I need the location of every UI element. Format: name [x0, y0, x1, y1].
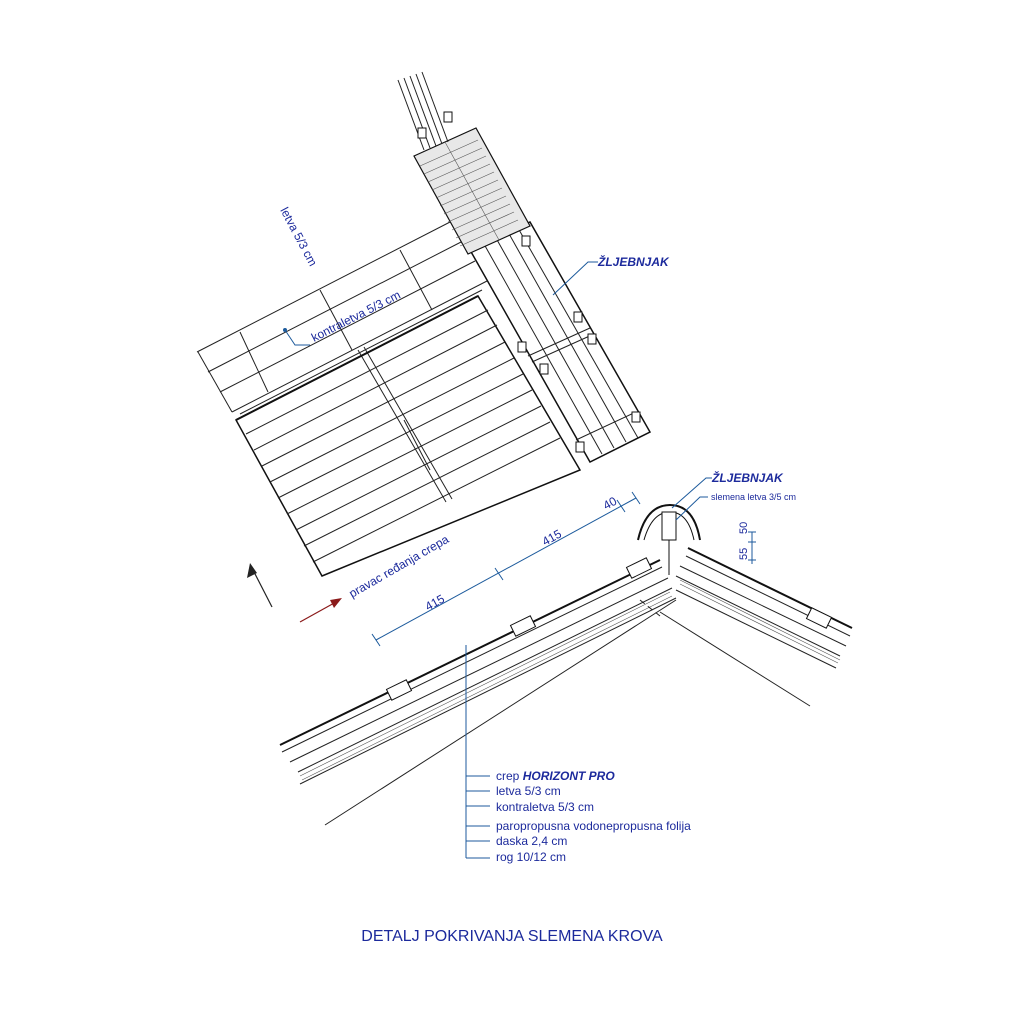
- section-right-slope: [659, 547, 853, 707]
- layer-letva: letva 5/3 cm: [496, 784, 561, 798]
- zljebnjak-section-leader: [671, 477, 712, 509]
- zljebnjak-plan-label: ŽLJEBNJAK: [597, 254, 670, 269]
- layer-rog: rog 10/12 cm: [496, 850, 566, 864]
- layer-leader: [465, 645, 490, 859]
- layer-daska: daska 2,4 cm: [496, 834, 567, 848]
- kontraletva-leader: [284, 329, 310, 346]
- vertical-dimension: [748, 531, 756, 564]
- slemena-label: slemena letva 3/5 cm: [711, 492, 796, 502]
- dim-40: 40: [601, 494, 620, 513]
- slope-dimension-chain: [371, 491, 641, 647]
- layer-crep-name: HORIZONT PRO: [523, 769, 616, 783]
- direction-arrows: [247, 563, 342, 623]
- layer-folija: paropropusna vodonepropusna folija: [496, 819, 691, 833]
- plan-view: ŽLJEBNJAK letva 5/3 cm kontraletva 5/3 c…: [196, 71, 670, 623]
- dim-50: 50: [738, 522, 750, 534]
- letva-plan-label: letva 5/3 cm: [277, 205, 320, 269]
- dim-415-lower: 415: [423, 592, 448, 614]
- drawing-title: DETALJ POKRIVANJA SLEMENA KROVA: [361, 928, 663, 945]
- dim-415-upper: 415: [540, 527, 565, 549]
- plan-tile-field: [234, 289, 582, 577]
- layer-kontraletva: kontraletva 5/3 cm: [496, 800, 594, 814]
- section-ridge-tile: [637, 503, 701, 575]
- zljebnjak-section-label: ŽLJEBNJAK: [711, 470, 784, 485]
- zljebnjak-plan-leader: [552, 261, 598, 296]
- plan-ridge-vent: [397, 71, 531, 255]
- layer-crep: crep HORIZONT PRO: [496, 769, 615, 783]
- plan-guide-lines: [196, 220, 488, 413]
- section-left-slope: [279, 557, 677, 826]
- dim-55: 55: [738, 548, 750, 560]
- section-dashed-line: [639, 599, 661, 617]
- slemena-leader: [675, 496, 708, 521]
